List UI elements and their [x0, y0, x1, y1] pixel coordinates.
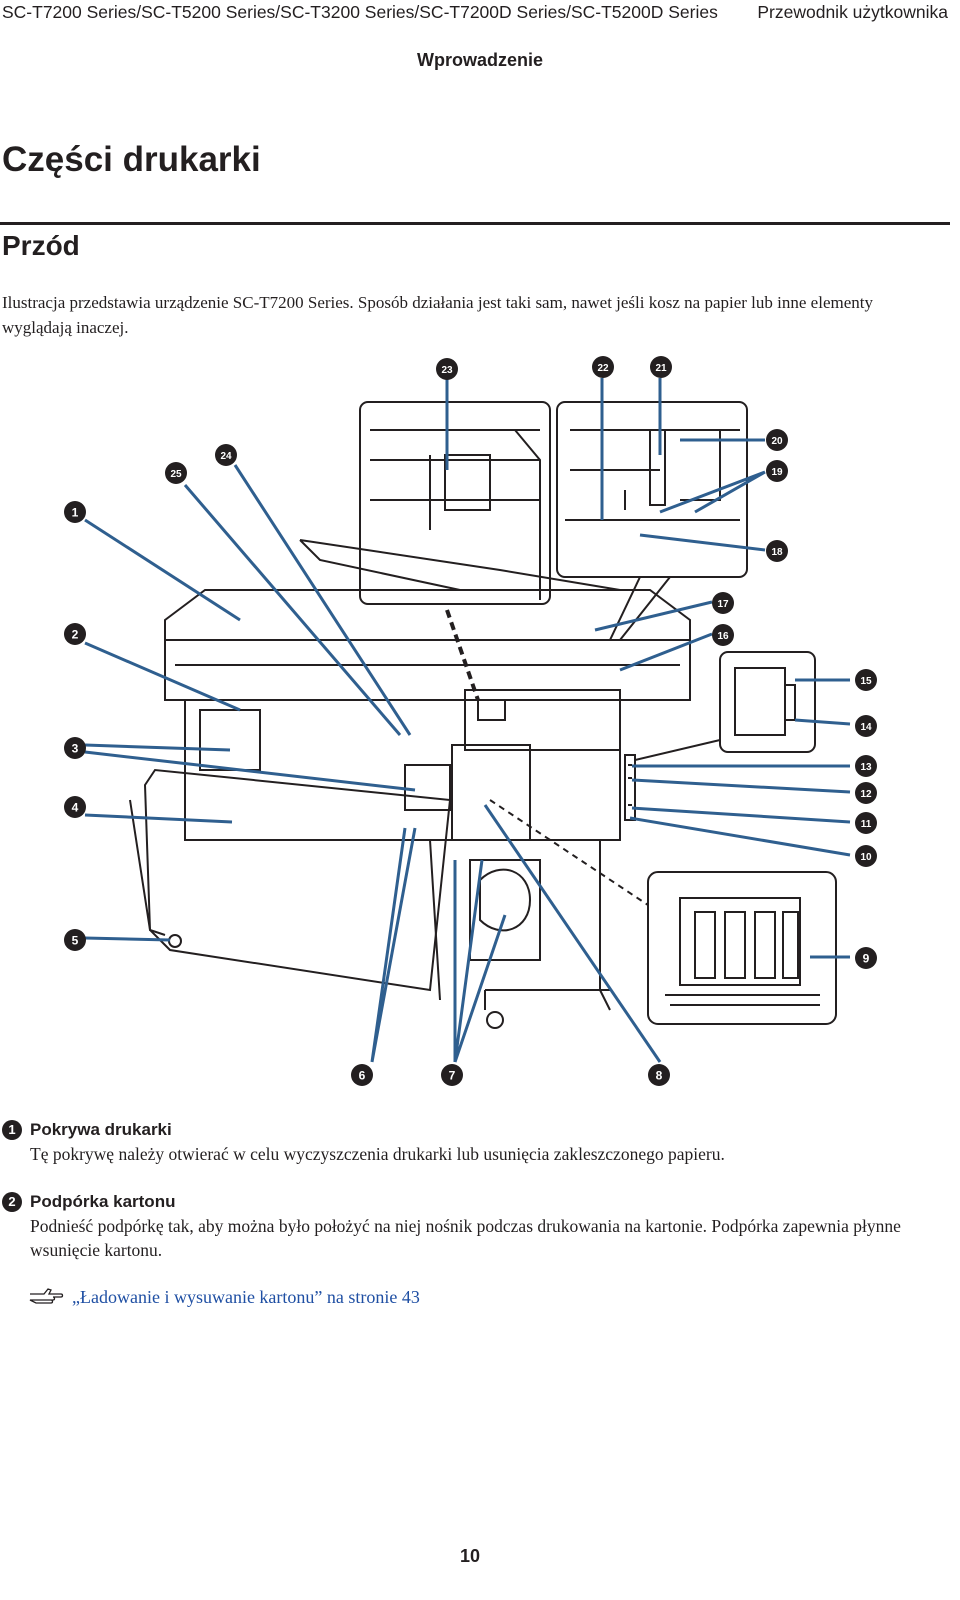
- page-title: Części drukarki: [2, 140, 261, 179]
- roll-unit: [469, 859, 541, 961]
- svg-text:5: 5: [72, 934, 79, 948]
- svg-text:3: 3: [72, 742, 79, 756]
- svg-text:22: 22: [597, 363, 609, 374]
- page-number: 10: [459, 1546, 481, 1566]
- callout-9: 9: [855, 947, 877, 969]
- svg-text:4: 4: [72, 801, 79, 815]
- svg-text:20: 20: [771, 436, 783, 447]
- svg-text:18: 18: [771, 547, 783, 558]
- callout-23: 23: [436, 358, 458, 380]
- inset-ink-cartridges: [647, 871, 837, 1025]
- callout-21: 21: [650, 356, 672, 378]
- pointing-hand-icon: [29, 1288, 64, 1304]
- section-title: Wprowadzenie: [416, 50, 543, 70]
- callout-6: 6: [351, 1064, 373, 1086]
- inset-print-head: [359, 401, 551, 605]
- cross-reference-link[interactable]: „Ładowanie i wysuwanie kartonu” na stron…: [72, 1287, 420, 1307]
- svg-text:17: 17: [717, 599, 729, 610]
- front-panel: [451, 744, 531, 841]
- svg-text:7: 7: [449, 1069, 456, 1083]
- callout-3: 3: [64, 737, 86, 759]
- svg-text:21: 21: [655, 363, 667, 374]
- svg-text:24: 24: [220, 451, 232, 462]
- card-support: [299, 539, 621, 591]
- svg-text:1: 1: [72, 506, 79, 520]
- heading-rule: [0, 222, 950, 225]
- callout-19: 19: [766, 460, 788, 482]
- inset-print-head-detail: [370, 429, 541, 600]
- basket-caster: [168, 934, 182, 948]
- document-title: SC-T7200 Series/SC-T5200 Series/SC-T3200…: [2, 2, 718, 22]
- callout-25: 25: [165, 462, 187, 484]
- part-description-1: 1 Pokrywa drukarki Tę pokrywę należy otw…: [2, 1118, 937, 1166]
- callout-11: 11: [855, 812, 877, 834]
- printer-stand: [429, 839, 611, 1011]
- stand-caster: [486, 1011, 504, 1029]
- callout-17: 17: [712, 592, 734, 614]
- cross-reference[interactable]: „Ładowanie i wysuwanie kartonu” na stron…: [28, 1286, 420, 1308]
- callout-1: 1: [64, 501, 86, 523]
- part-title: Podpórka kartonu: [30, 1192, 176, 1211]
- svg-text:2: 2: [72, 628, 79, 642]
- svg-text:11: 11: [861, 819, 872, 830]
- part-description-2: 2 Podpórka kartonu Podnieść podpórkę tak…: [2, 1190, 937, 1262]
- callout-10: 10: [855, 845, 877, 867]
- callout-13: 13: [855, 755, 877, 777]
- part-title: Pokrywa drukarki: [30, 1120, 172, 1139]
- printer-parts-diagram: 1 2 3 4 5 6 7 8 9 10 11 12 13 14 15 16 1…: [64, 356, 877, 1086]
- callout-15: 15: [855, 669, 877, 691]
- callout-24: 24: [215, 444, 237, 466]
- callout-5: 5: [64, 929, 86, 951]
- inset-pointer: [608, 576, 671, 641]
- part-number-badge: 2: [2, 1192, 22, 1212]
- part-description: Podnieść podpórkę tak, aby można było po…: [30, 1216, 901, 1260]
- svg-text:12: 12: [860, 789, 872, 800]
- callout-14: 14: [855, 715, 877, 737]
- callout-8: 8: [648, 1064, 670, 1086]
- svg-text:13: 13: [860, 762, 872, 773]
- callout-7: 7: [441, 1064, 463, 1086]
- part-number-badge: 1: [2, 1120, 22, 1140]
- callout-2: 2: [64, 623, 86, 645]
- svg-text:19: 19: [771, 467, 783, 478]
- svg-text:14: 14: [860, 722, 872, 733]
- inset-ports: [719, 651, 816, 753]
- svg-text:8: 8: [656, 1069, 663, 1083]
- inset-roll-adapter: [556, 401, 748, 578]
- callout-leader-lines: [84, 378, 851, 1063]
- callout-18: 18: [766, 540, 788, 562]
- subsection-title: Przód: [2, 230, 80, 261]
- printer-cover: [164, 589, 691, 701]
- callout-12: 12: [855, 782, 877, 804]
- callout-16: 16: [712, 624, 734, 646]
- callout-4: 4: [64, 796, 86, 818]
- intro-paragraph: Ilustracja przedstawia urządzenie SC-T72…: [2, 293, 873, 337]
- svg-text:25: 25: [170, 469, 182, 480]
- callout-20: 20: [766, 429, 788, 451]
- svg-text:23: 23: [441, 365, 453, 376]
- part-description: Tę pokrywę należy otwierać w celu wyczys…: [30, 1144, 725, 1164]
- guide-name: Przewodnik użytkownika: [757, 2, 948, 22]
- svg-text:16: 16: [717, 631, 729, 642]
- inset-roll-adapter-detail: [565, 429, 740, 521]
- svg-text:15: 15: [860, 676, 872, 687]
- svg-text:10: 10: [860, 852, 872, 863]
- svg-text:9: 9: [863, 952, 870, 966]
- svg-text:6: 6: [359, 1069, 366, 1083]
- callout-22: 22: [592, 356, 614, 378]
- printer-illustration: [129, 401, 837, 1029]
